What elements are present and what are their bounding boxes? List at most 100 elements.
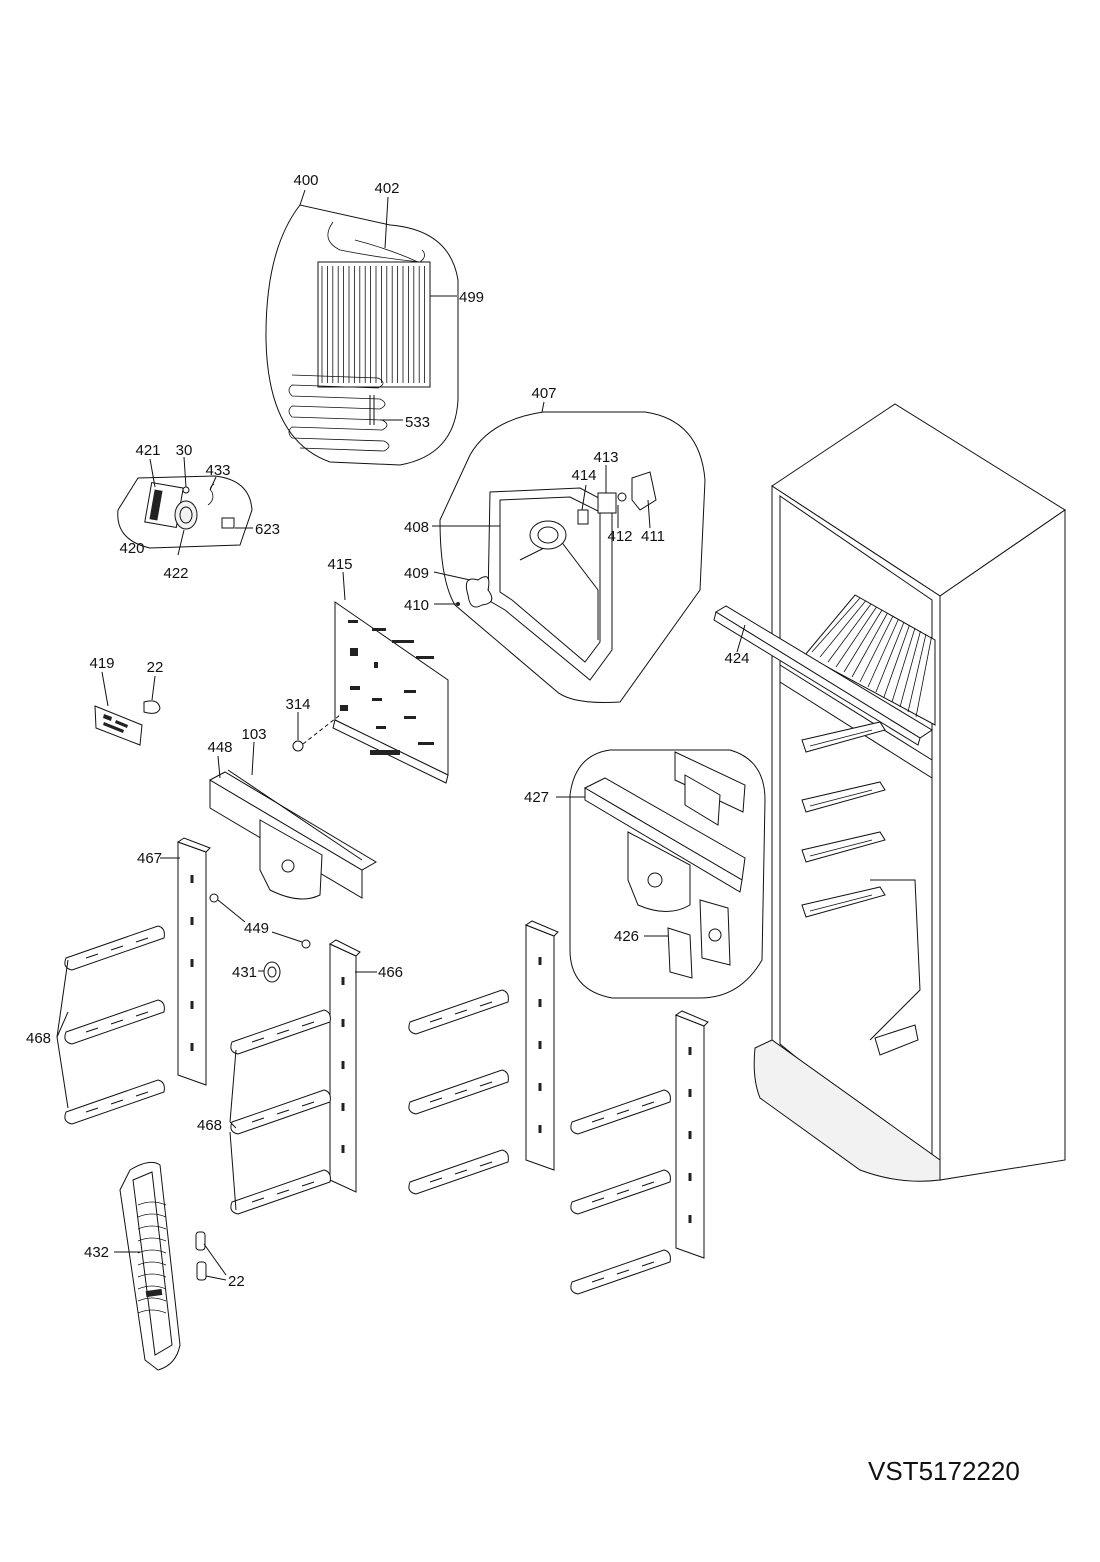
shelf-bracket <box>230 1089 331 1135</box>
cover-rib <box>137 1201 167 1206</box>
rail-hole <box>538 1125 542 1133</box>
callout-623: 623 <box>255 521 280 538</box>
callout-424: 424 <box>724 650 749 667</box>
callout-467: 467 <box>137 850 162 867</box>
callout-448: 448 <box>207 739 232 756</box>
cover-rib <box>137 1273 167 1278</box>
freezer-shelf-wire <box>907 633 927 713</box>
evaporator-fins <box>317 261 431 388</box>
cover-rib <box>137 1249 167 1254</box>
callout-468b: 468 <box>197 1117 222 1134</box>
panel-slot <box>372 698 382 701</box>
light-housing-448: 448 103 <box>207 726 377 900</box>
freezer-shelf-wire <box>827 603 872 663</box>
callout-22b: 22 <box>228 1273 245 1290</box>
rail-hole <box>341 1103 345 1111</box>
shelf-supports: 467 466 468 468 <box>26 837 709 1295</box>
callout-449: 449 <box>244 920 269 937</box>
rail-hole <box>341 1145 345 1153</box>
callout-412: 412 <box>607 528 632 545</box>
cover-rib <box>137 1309 167 1314</box>
freezer-shelf-wire <box>851 612 888 678</box>
callout-407: 407 <box>531 385 556 402</box>
freezer-shelf-wire <box>891 627 916 703</box>
panel-slot <box>340 705 348 711</box>
callout-413: 413 <box>593 449 618 466</box>
callout-433: 433 <box>205 462 230 479</box>
light-cover-432: 432 22 <box>84 1161 245 1371</box>
callout-314: 314 <box>285 696 310 713</box>
callout-422: 422 <box>163 565 188 582</box>
rail-hole <box>190 1001 194 1009</box>
panel-slot <box>350 648 358 656</box>
rail-hole <box>341 1019 345 1027</box>
freezer-shelf-wire <box>875 621 905 693</box>
panel-slot <box>348 620 358 623</box>
panel-slot <box>350 686 360 690</box>
freezer-shelf <box>804 594 936 726</box>
shelf-trim-424: 424 <box>713 605 933 746</box>
cover-rib <box>137 1225 167 1230</box>
callout-533: 533 <box>405 414 430 431</box>
screws-449: 449 <box>209 893 311 949</box>
callout-30: 30 <box>176 442 193 459</box>
callout-432: 432 <box>84 1244 109 1261</box>
shelf-bracket <box>64 999 165 1045</box>
callout-22a: 22 <box>147 659 164 676</box>
callout-468a: 468 <box>26 1030 51 1047</box>
rail-hole <box>538 957 542 965</box>
control-box-group-427: 427 426 <box>524 749 766 999</box>
evaporator-group: 400 402 499 533 <box>265 172 484 466</box>
cover-rib <box>137 1237 167 1242</box>
rail-hole <box>190 917 194 925</box>
shelf-bracket <box>408 1149 509 1195</box>
rail-hole <box>190 959 194 967</box>
rear-panel-415: 415 314 <box>285 556 449 784</box>
cover-rib <box>137 1297 167 1302</box>
cover-rib <box>137 1213 167 1218</box>
coil-533 <box>288 374 390 452</box>
shelf-bracket <box>230 1009 331 1055</box>
shelf-bracket <box>408 1069 509 1115</box>
callout-420: 420 <box>119 540 144 557</box>
rail-hole <box>688 1215 692 1223</box>
group-outline-400 <box>265 204 459 466</box>
panel-slot <box>374 662 378 668</box>
panel-slot <box>404 690 416 693</box>
rail-hole <box>538 999 542 1007</box>
callout-411: 411 <box>641 528 665 545</box>
rail-hole <box>538 1041 542 1049</box>
callout-414: 414 <box>571 467 596 484</box>
callout-499: 499 <box>459 289 484 306</box>
freezer-shelf-wire <box>811 597 861 653</box>
cover-rib <box>137 1261 167 1266</box>
freezer-shelf-wire <box>883 624 910 698</box>
group-outline-427 <box>569 749 766 999</box>
callout-466: 466 <box>378 964 403 981</box>
freezer-shelf-wire <box>867 618 899 688</box>
shelf-bracket <box>570 1089 671 1135</box>
panel-slot <box>404 716 416 719</box>
freezer-shelf-wire <box>819 600 866 658</box>
control-group: 421 30 433 623 420 422 <box>117 442 280 582</box>
callout-402: 402 <box>374 180 399 197</box>
drawing-code: VST5172220 <box>868 1456 1020 1486</box>
callout-415: 415 <box>327 556 352 573</box>
rail-hole <box>688 1173 692 1181</box>
lamp-cover-419: 419 22 <box>89 655 164 746</box>
group-outline-420 <box>117 475 253 549</box>
rail-hole <box>688 1089 692 1097</box>
freezer-shelf-wire <box>915 636 932 718</box>
shelf-bracket <box>570 1249 671 1295</box>
freezer-shelf-wire <box>835 606 877 668</box>
shelf-bracket <box>408 989 509 1035</box>
rail-hole <box>688 1047 692 1055</box>
group-outline-407 <box>439 411 706 703</box>
callout-421: 421 <box>135 442 160 459</box>
rail-hole <box>538 1083 542 1091</box>
shelf-bracket <box>230 1169 331 1215</box>
callout-410: 410 <box>404 597 429 614</box>
panel-slot <box>392 640 414 643</box>
rail-hole <box>688 1131 692 1139</box>
